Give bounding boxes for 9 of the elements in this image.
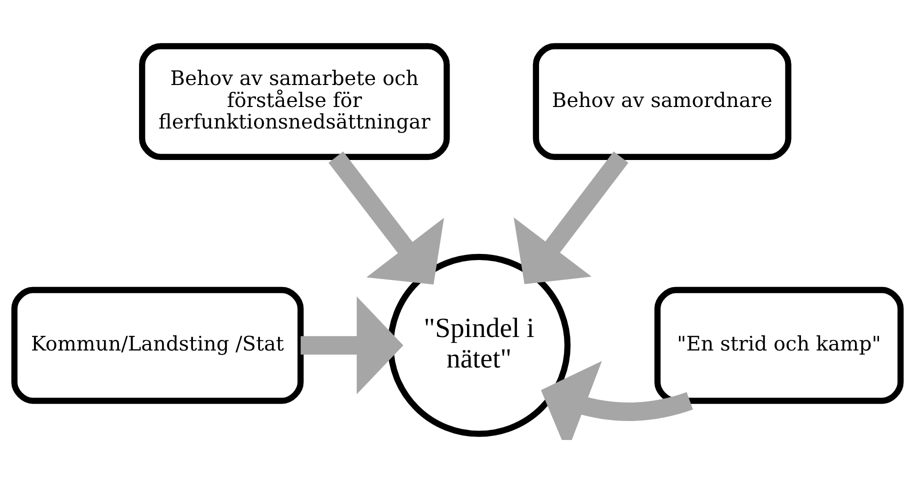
arrow [300, 296, 404, 394]
node-box: "En strid och kamp" [654, 286, 904, 404]
node-box: Behov av samordnare [532, 43, 792, 160]
node-box: Kommun/Landsting /Stat [11, 286, 304, 404]
arrow [514, 152, 628, 284]
arrow [328, 151, 444, 285]
node-circle: "Spindel i nätet" [388, 254, 571, 437]
node-box: Behov av samarbete och förståelse för flerfunktionsnedsättningar [139, 43, 450, 160]
arrow [540, 360, 693, 440]
